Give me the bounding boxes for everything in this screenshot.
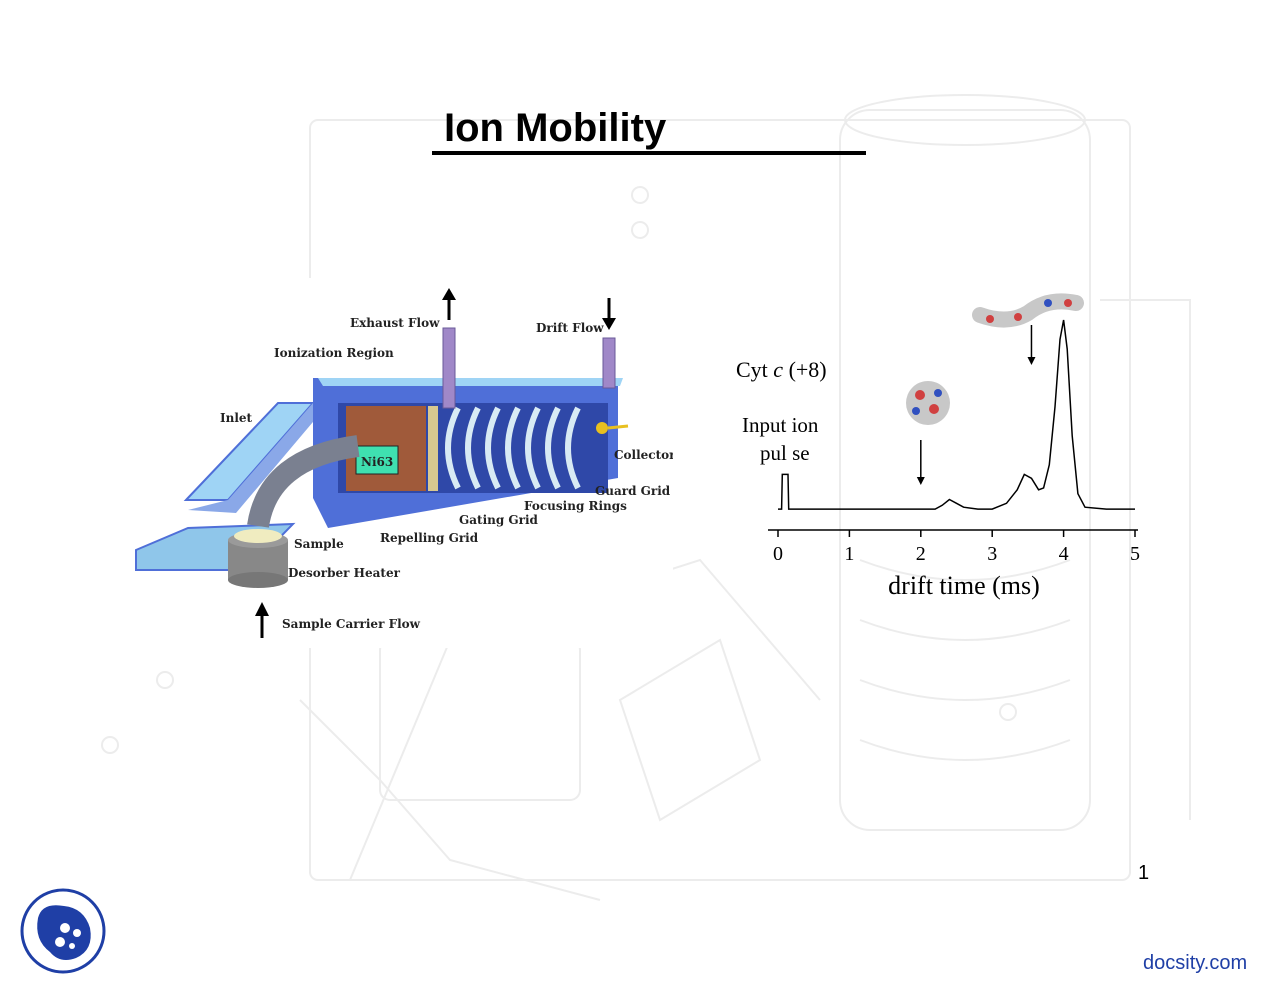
- x-tick-label: 4: [1059, 543, 1069, 565]
- x-tick-label: 0: [773, 543, 783, 565]
- collector-knob: [596, 422, 608, 434]
- inlet-tube: [247, 435, 360, 529]
- label-focusing-rings: Focusing Rings: [524, 499, 627, 513]
- compact-protein-icon: [906, 381, 950, 425]
- label-exhaust-flow: Exhaust Flow: [350, 316, 440, 330]
- x-tick-label: 1: [844, 543, 854, 565]
- title-underline: [432, 151, 866, 155]
- label-desorber-heater: Desorber Heater: [288, 566, 401, 580]
- slide-title-text: Ion Mobility: [444, 106, 667, 150]
- docsity-logo-icon: [20, 888, 106, 974]
- x-tick-label: 5: [1130, 543, 1140, 565]
- slide-title: Ion Mobility: [432, 104, 866, 156]
- x-tick-label: 3: [987, 543, 997, 565]
- conformer-arrows: [916, 325, 1036, 485]
- input-pulse-label-line2: pul se: [760, 441, 810, 465]
- x-axis-ticks: 0 1 2 3 4 5: [773, 530, 1140, 565]
- species-annotation: Cyt c (+8): [736, 357, 827, 382]
- sample-disc: [234, 529, 282, 543]
- conformer-arrow-icon: [1027, 325, 1036, 365]
- species-charge: (+8): [789, 357, 827, 382]
- chart-trace: [778, 319, 1135, 510]
- label-guard-grid: Guard Grid: [595, 484, 671, 498]
- species-italic: c: [773, 357, 783, 382]
- ims-diagram: Ni63 Exhaust Flow Drift Flow Ionization …: [128, 278, 673, 648]
- exhaust-arrow-icon: [442, 288, 456, 320]
- x-axis-label: drift time (ms): [888, 571, 1040, 600]
- focusing-rings: [445, 406, 581, 490]
- conformer-arrow-icon: [916, 440, 925, 485]
- page-number: 1: [1138, 862, 1150, 884]
- input-pulse-label-line1: Input ion: [742, 413, 819, 437]
- label-repelling-grid: Repelling Grid: [380, 531, 479, 545]
- ni63-label: Ni63: [361, 455, 393, 469]
- label-drift-flow: Drift Flow: [536, 321, 604, 335]
- drift-tube: [602, 337, 616, 389]
- sample-carrier-arrow-icon: [255, 602, 269, 638]
- extended-protein-icon: [972, 293, 1084, 328]
- docsity-brand-link[interactable]: docsity.com: [1143, 952, 1248, 974]
- exhaust-tube: [442, 327, 456, 409]
- drift-time-chart: 0 1 2 3 4 5 drift time (ms) Cyt c (+8) Input …: [736, 293, 1140, 600]
- gating-grid: [428, 406, 438, 491]
- x-tick-label: 2: [916, 543, 926, 565]
- label-gating-grid: Gating Grid: [459, 513, 539, 527]
- label-collector: Collector: [614, 448, 673, 462]
- label-ionization-region: Ionization Region: [274, 346, 394, 360]
- label-sample: Sample: [294, 537, 344, 551]
- drift-trace-line: [778, 319, 1135, 510]
- ni63-source: [355, 445, 399, 475]
- label-sample-carrier-flow: Sample Carrier Flow: [282, 617, 421, 631]
- label-inlet: Inlet: [220, 411, 253, 425]
- drift-arrow-icon: [602, 298, 616, 330]
- species-name: Cyt: [736, 357, 768, 382]
